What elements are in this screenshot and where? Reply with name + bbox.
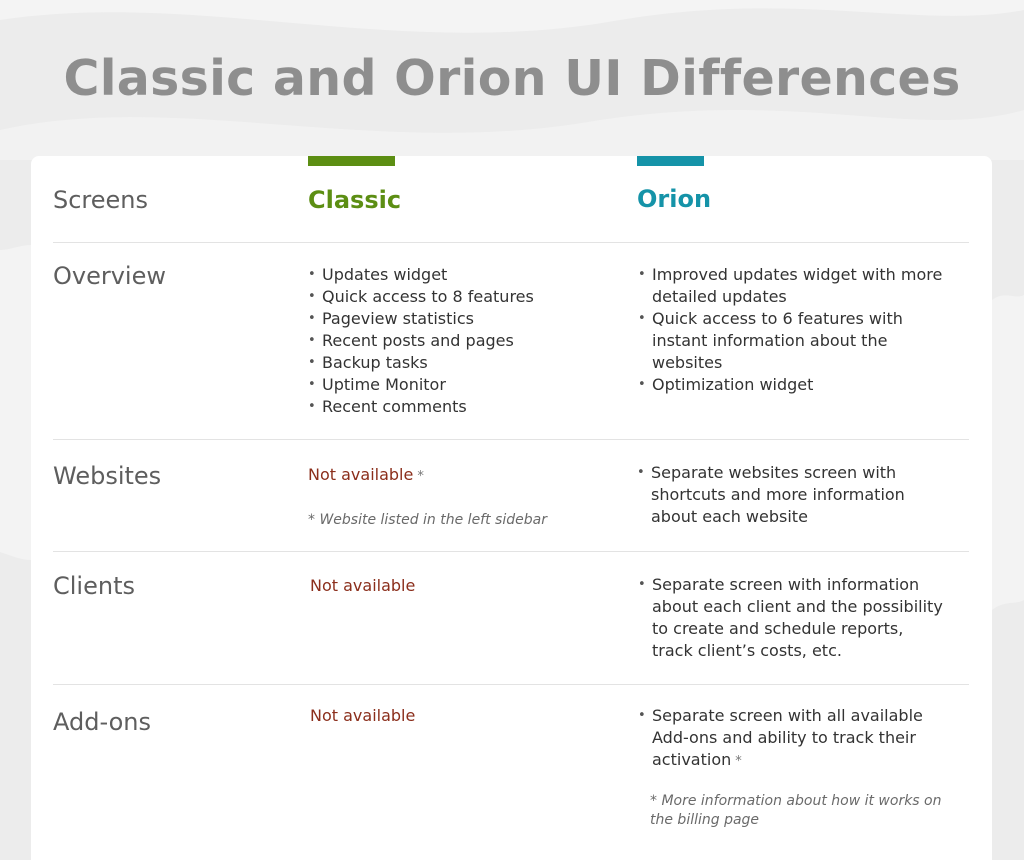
- list-item: Quick access to 6 features with instant …: [638, 308, 948, 374]
- list-item: Updates widget: [308, 264, 608, 286]
- row-label-addons: Add-ons: [53, 708, 151, 736]
- list-item: Pageview statistics: [308, 308, 608, 330]
- list-item: Backup tasks: [308, 352, 608, 374]
- divider: [53, 551, 969, 552]
- row-label-clients: Clients: [53, 572, 135, 600]
- orion-accent-bar: [637, 156, 704, 166]
- addons-orion-note: * More information about how it works on…: [650, 793, 942, 828]
- addons-classic-not-available: Not available: [310, 706, 416, 725]
- list-item: Quick access to 8 features: [308, 286, 608, 308]
- list-item: Separate screen with information about e…: [638, 574, 948, 662]
- divider: [53, 242, 969, 243]
- header-screens: Screens: [53, 186, 149, 214]
- list-item: Separate screen with all available Add-o…: [638, 705, 938, 773]
- websites-classic-note: * Website listed in the left sidebar: [308, 512, 547, 528]
- header-orion: Orion: [637, 185, 712, 213]
- page-title: Classic and Orion UI Differences: [63, 50, 961, 107]
- websites-orion-list: Separate websites screen with shortcuts …: [637, 462, 937, 528]
- websites-classic-not-available: Not available*: [308, 465, 424, 484]
- comparison-table: Screens Classic Orion Overview Updates w…: [31, 156, 992, 860]
- list-item: Uptime Monitor: [308, 374, 608, 396]
- overview-orion-list: Improved updates widget with more detail…: [638, 264, 948, 396]
- overview-classic-list: Updates widget Quick access to 8 feature…: [308, 264, 608, 418]
- list-item: Improved updates widget with more detail…: [638, 264, 948, 308]
- footnote-star: *: [735, 754, 742, 769]
- footnote-star: *: [417, 469, 424, 484]
- list-item: Recent posts and pages: [308, 330, 608, 352]
- list-item-text: Separate screen with all available Add-o…: [652, 706, 923, 769]
- list-item: Recent comments: [308, 396, 608, 418]
- list-item: Separate websites screen with shortcuts …: [637, 462, 937, 528]
- divider: [53, 439, 969, 440]
- header-classic: Classic: [308, 186, 402, 214]
- addons-orion-list: Separate screen with all available Add-o…: [638, 705, 938, 773]
- divider: [53, 684, 969, 685]
- not-available-text: Not available: [308, 465, 414, 484]
- classic-accent-bar: [308, 156, 395, 166]
- list-item: Optimization widget: [638, 374, 948, 396]
- clients-orion-list: Separate screen with information about e…: [638, 574, 948, 662]
- row-label-overview: Overview: [53, 262, 166, 290]
- clients-classic-not-available: Not available: [310, 576, 416, 595]
- row-label-websites: Websites: [53, 462, 162, 490]
